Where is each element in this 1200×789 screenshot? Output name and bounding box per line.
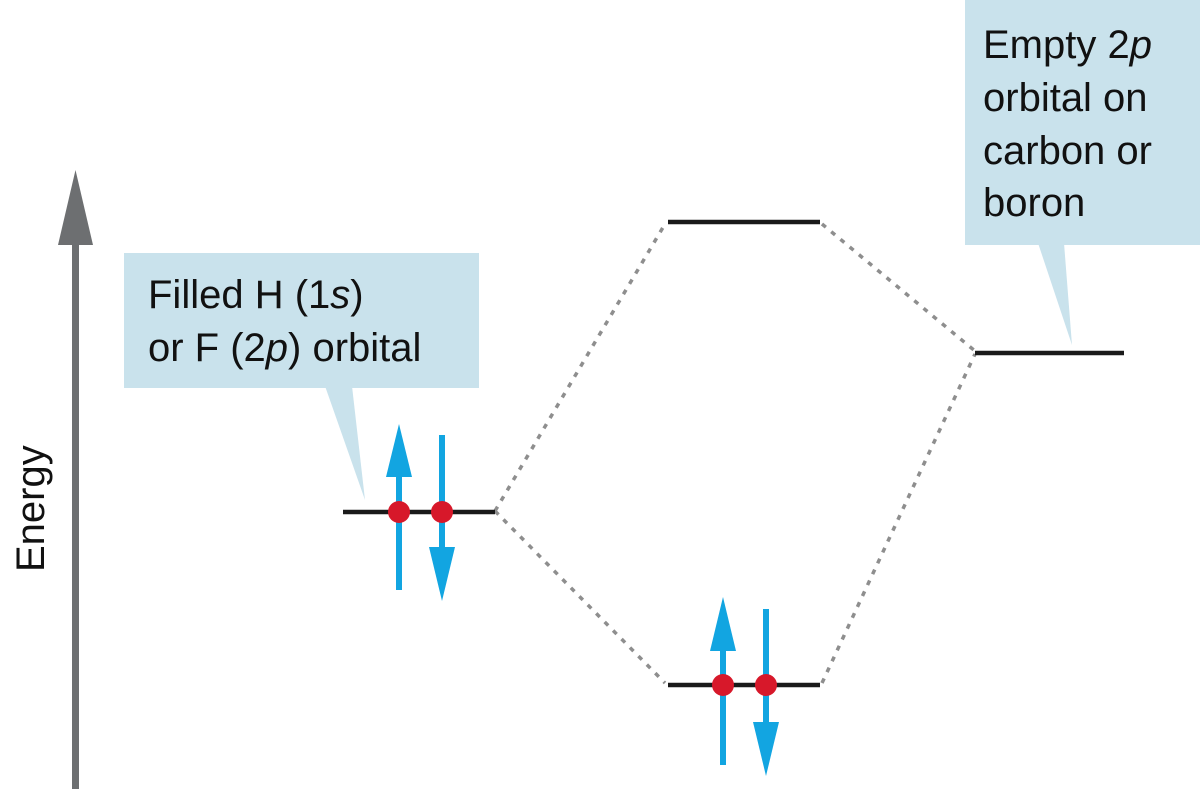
- energy-axis-label: Energy: [9, 445, 53, 572]
- callout-empty-line-4: boron: [983, 181, 1085, 225]
- callout-filled-orbital: Filled H (1s) or F (2p) orbital: [124, 253, 479, 500]
- energy-axis-line: [72, 240, 79, 789]
- callout-filled-line-2: or F (2p) orbital: [148, 326, 421, 370]
- callout-empty-line-3: carbon or: [983, 129, 1152, 173]
- callout-empty-text: Empty 2p orbital on carbon or boron: [983, 23, 1163, 225]
- callout-filled-text: Filled H (1s) or F (2p) orbital: [148, 273, 421, 370]
- electron-dot: [431, 501, 453, 523]
- spin-up-arrow: [386, 424, 412, 590]
- electron-dot: [755, 674, 777, 696]
- connector-antibonding-to-empty: [820, 222, 977, 353]
- electron-pair-atomic: [386, 424, 455, 601]
- spin-down-arrow: [429, 435, 455, 601]
- callout-filled-line-1: Filled H (1s): [148, 273, 364, 317]
- energy-levels: [343, 219, 1124, 688]
- connector-filled-to-antibonding: [493, 223, 667, 512]
- spin-down-arrow: [753, 609, 779, 776]
- callout-empty-line-2: orbital on: [983, 76, 1148, 120]
- electron-dot: [388, 501, 410, 523]
- callout-filled-pointer: [325, 386, 365, 500]
- connector-filled-to-bonding: [493, 509, 667, 685]
- orbital-connectors: [493, 222, 977, 685]
- electron-dot: [712, 674, 734, 696]
- spin-up-arrow: [710, 597, 736, 765]
- energy-axis: [58, 170, 93, 789]
- callout-empty-pointer: [1038, 243, 1072, 345]
- callout-empty-line-1: Empty 2p: [983, 23, 1152, 67]
- energy-axis-arrowhead: [58, 170, 93, 245]
- electron-pair-bonding: [710, 597, 779, 776]
- connector-bonding-to-empty: [820, 353, 977, 684]
- callout-empty-orbital: Empty 2p orbital on carbon or boron: [965, 0, 1200, 345]
- callout-filled-box: [124, 253, 479, 388]
- callout-empty-box: [965, 0, 1200, 245]
